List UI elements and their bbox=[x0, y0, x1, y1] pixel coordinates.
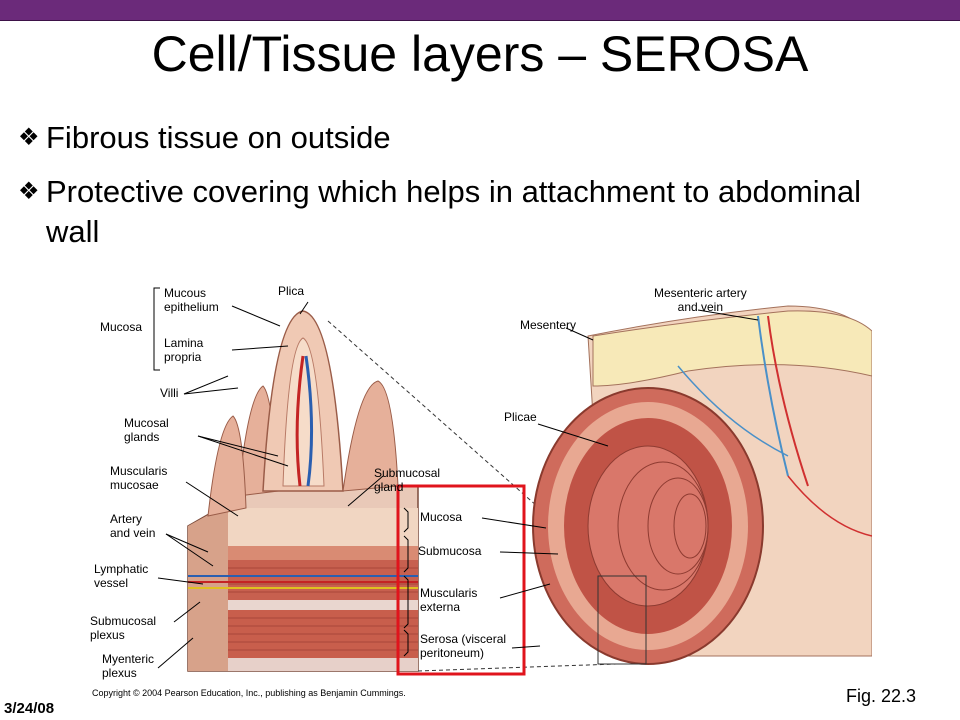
bullet-text: Fibrous tissue on outside bbox=[46, 120, 391, 155]
label-lamina-propria: Lamina propria bbox=[164, 336, 204, 364]
diamond-bullet-icon: ❖ bbox=[18, 124, 40, 151]
figure-reference: Fig. 22.3 bbox=[846, 686, 917, 706]
label-villi: Villi bbox=[160, 386, 179, 400]
label-myenteric-plexus: Myenteric plexus bbox=[102, 652, 155, 680]
label-layer-mucosa: Mucosa bbox=[420, 510, 463, 524]
bullet-item: ❖ Protective covering which helps in att… bbox=[18, 172, 918, 252]
label-mucosa: Mucosa bbox=[100, 320, 143, 334]
label-plica: Plica bbox=[278, 284, 305, 298]
intestine-illustration bbox=[153, 287, 873, 676]
diamond-bullet-icon: ❖ bbox=[18, 178, 40, 205]
label-plicae: Plicae bbox=[504, 410, 537, 424]
label-layer-serosa: Serosa (visceral peritoneum) bbox=[420, 632, 507, 660]
top-accent-bar bbox=[0, 0, 960, 21]
slide-date: 3/24/08 bbox=[4, 700, 55, 717]
label-layer-muscularis-externa: Muscularis externa bbox=[420, 586, 478, 614]
label-mucous-epithelium: Mucous epithelium bbox=[164, 286, 219, 314]
label-layer-submucosa: Submucosa bbox=[418, 544, 482, 558]
label-mesentery: Mesentery bbox=[520, 318, 577, 332]
label-mucosal-glands: Mucosal glands bbox=[124, 416, 169, 444]
label-muscularis-mucosae: Muscularis mucosae bbox=[110, 464, 168, 492]
copyright-notice: Copyright © 2004 Pearson Education, Inc.… bbox=[92, 688, 406, 698]
label-artery-vein: Artery and vein bbox=[110, 512, 156, 540]
label-mesenteric-artery-vein: Mesenteric artery and vein bbox=[654, 286, 747, 314]
label-submucosal-plexus: Submucosal plexus bbox=[90, 614, 157, 642]
label-submucosal-gland: Submucosal gland bbox=[374, 466, 441, 494]
label-lymphatic-vessel: Lymphatic vessel bbox=[94, 562, 149, 590]
intestine-wall-figure: Mucous epithelium Plica Mucosa Lamina pr… bbox=[88, 276, 873, 692]
bullet-text: Protective covering which helps in attac… bbox=[46, 174, 862, 249]
bullet-item: ❖ Fibrous tissue on outside bbox=[18, 118, 918, 158]
slide-title: Cell/Tissue layers – SEROSA bbox=[151, 26, 809, 82]
